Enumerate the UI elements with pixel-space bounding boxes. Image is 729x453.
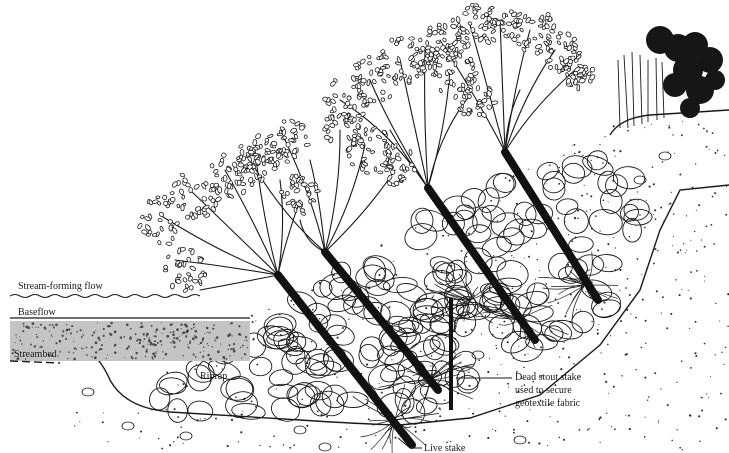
label-baseflow: Baseflow <box>18 307 57 318</box>
riprap-rocks <box>146 148 652 428</box>
label-stream-forming-flow: Stream-forming flow <box>18 281 103 292</box>
streambed-bottom-line <box>10 361 60 363</box>
water-surface <box>10 295 200 298</box>
label-dead-stake-line-1: Dead stout stake <box>515 372 582 383</box>
label-streambed: Streambed <box>14 349 57 360</box>
upper-bank-shrub <box>618 26 725 128</box>
label-dead-stake-line-2: used to secure <box>515 385 572 396</box>
label-live-stake: Live stake <box>424 443 466 453</box>
label-dead-stake-line-3: geotextile fabric <box>515 398 581 409</box>
foliage <box>137 3 596 293</box>
label-riprap: Riprap <box>200 371 227 382</box>
